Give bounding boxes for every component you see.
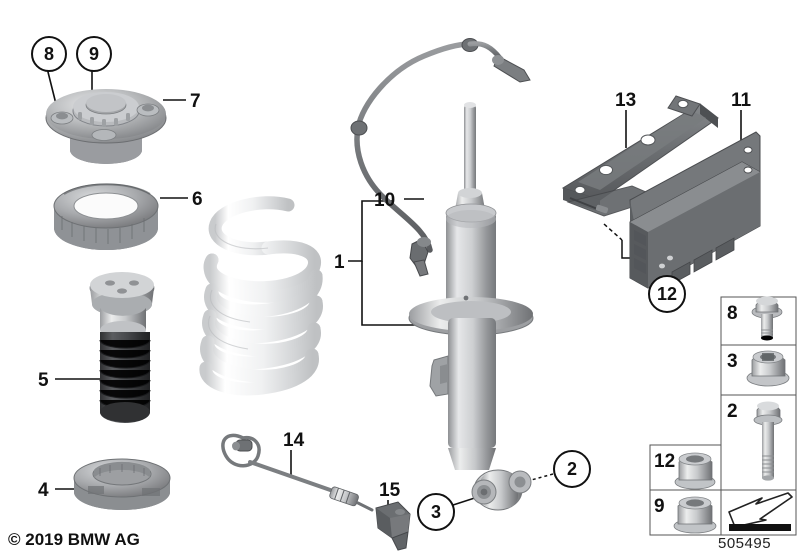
label-1: 1 [334,252,345,273]
legend-number-9: 9 [654,496,665,517]
label-14: 14 [283,430,305,451]
legend-number-8: 8 [727,303,738,324]
label-13: 13 [615,90,637,111]
label-5: 5 [38,370,49,391]
legend-icon-bolt-2 [753,401,783,481]
label-15: 15 [379,480,401,501]
callout-circle-12: 12 [648,275,686,313]
legend-number-12: 12 [654,451,676,472]
legend-icon-nut-9 [673,496,717,534]
label-4: 4 [38,480,49,501]
part-shock-absorber [408,102,534,511]
part-dust-boot-bump-stop [89,272,155,423]
label-11: 11 [731,90,752,111]
part-coil-spring [199,196,323,396]
callout-circle-8: 8 [31,36,67,72]
label-10: 10 [374,190,396,211]
coil-spring-shading [208,223,269,350]
part-sensor-connector-bracket [375,501,411,551]
part-module-bracket [561,95,719,217]
label-7: 7 [190,91,201,112]
part-vdc-sensor-cable [350,38,531,277]
part-lower-spring-pad [73,458,171,510]
legend-icon-direction-arrow [728,492,793,531]
legend-number-2: 2 [727,401,738,422]
legend-icon-nut-3 [746,350,790,387]
legend-number-3: 3 [727,351,738,372]
part-ride-height-sensor-rod [221,433,374,512]
callout-circle-9: 9 [76,36,112,72]
callout-circle-2: 2 [553,450,591,488]
callout-circle-3: 3 [417,493,455,531]
legend-box [649,296,797,536]
legend-icon-nut-12 [674,452,716,490]
label-6: 6 [192,189,203,210]
part-strut-support-mount [45,89,167,164]
legend-icon-bolt-8 [751,296,783,341]
part-control-unit-module [629,131,761,289]
diagram-part-number: 505495 [718,535,772,552]
copyright-notice: © 2019 BMW AG [8,530,140,549]
part-upper-spring-pad [53,183,159,250]
